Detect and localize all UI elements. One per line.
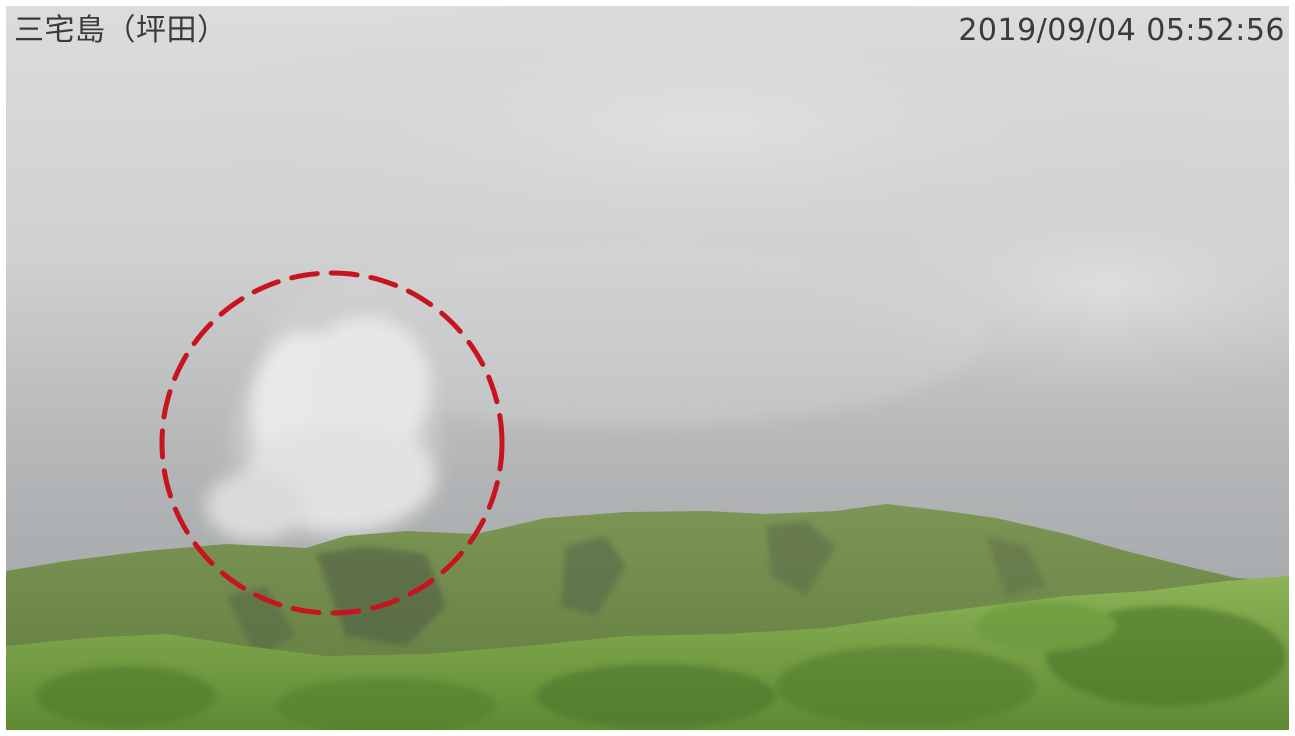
volcanic-plume bbox=[206, 316, 446, 556]
camera-location-label: 三宅島（坪田） bbox=[14, 13, 228, 48]
ridge-shading bbox=[226, 521, 1046, 656]
cloud-bank bbox=[266, 246, 986, 426]
volcano-webcam-image bbox=[6, 6, 1289, 730]
shrub-clusters bbox=[36, 601, 1286, 730]
scene-svg bbox=[6, 6, 1289, 730]
camera-timestamp: 2019/09/04 05:52:56 bbox=[958, 13, 1285, 48]
plume-marker-circle bbox=[159, 270, 505, 616]
